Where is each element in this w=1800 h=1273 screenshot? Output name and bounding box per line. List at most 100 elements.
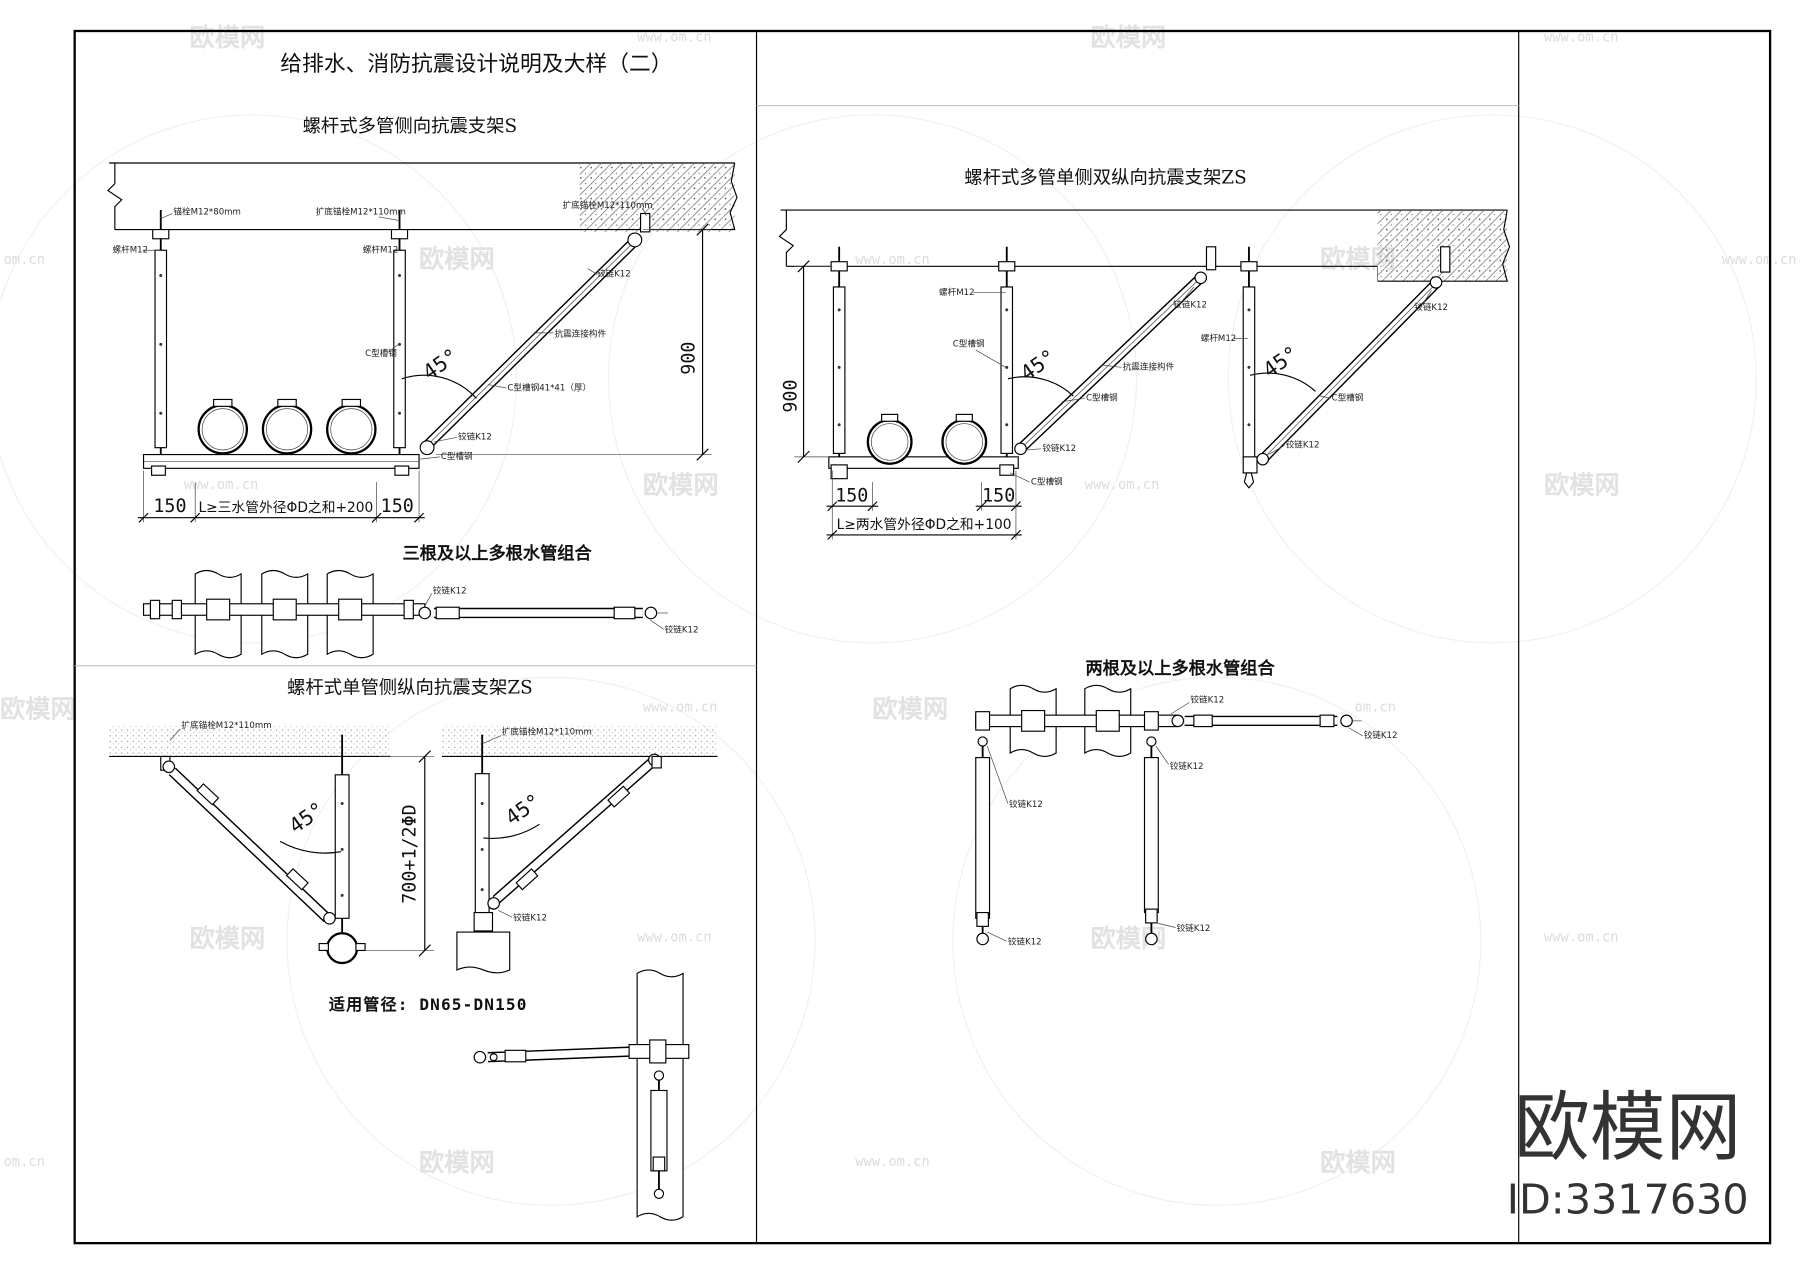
hinge-label: 铰链K12 — [1173, 299, 1207, 311]
bottom-channel — [142, 453, 420, 476]
hinge-label: 铰链K12 — [1008, 936, 1042, 948]
watermark-site: www.om.cn — [1722, 252, 1797, 268]
watermark-site: www.om.cn — [637, 29, 712, 45]
hinge-label: 铰链K12 — [433, 584, 467, 596]
channel-label: C型槽钢 — [953, 338, 985, 350]
width-dimension: 150 L≥三水管外径ΦD之和+200 150 — [137, 470, 425, 523]
watermark-site: www.om.cn — [855, 1154, 930, 1170]
dim-left: 150 — [153, 496, 186, 517]
three-pipe-plan: 三根及以上多根水管组合 铰链K12 铰链K12 — [142, 543, 699, 659]
plan-caption: 两根及以上多根水管组合 — [1085, 658, 1275, 679]
hinge-label: 铰链K12 — [597, 268, 631, 280]
single-pipe-plan — [473, 969, 690, 1221]
anchor-label: 扩底锚栓M12*110mm — [502, 726, 592, 738]
watermark-logo: 欧模网 — [1544, 471, 1620, 500]
angle-label: 45° — [1016, 344, 1060, 385]
diagonal-brace — [419, 212, 651, 456]
dim-right: 150 — [982, 486, 1015, 507]
bottom-channel — [828, 456, 1019, 480]
pipe — [866, 413, 913, 465]
anchor-label: 扩底锚栓M12*110mm — [316, 206, 406, 218]
hinge-label: 铰链K12 — [1009, 798, 1043, 810]
watermark-site: www.om.cn — [855, 252, 930, 268]
watermark-site: www.om.cn — [1085, 477, 1160, 493]
width-dimension: 150 150 L≥两水管外径ΦD之和+100 — [826, 470, 1022, 540]
hanger-rod-1 — [830, 246, 848, 460]
watermark-logo: 欧模网 — [643, 471, 719, 500]
hinge-label: 铰链K12 — [1286, 439, 1320, 451]
rod-label: 螺杆M12 — [1201, 332, 1237, 344]
hinge-label: 铰链K12 — [1042, 442, 1076, 454]
diagonal-brace-1: 45° — [1007, 246, 1217, 456]
watermark-logo: 欧模网 — [189, 23, 265, 52]
watermark-site: www.om.cn — [1544, 929, 1619, 945]
hinge-label: 铰链K12 — [1414, 301, 1448, 313]
hinge-label: 铰链K12 — [1170, 760, 1204, 772]
watermark-site: om.cn — [4, 1154, 45, 1170]
watermark-site: om.cn — [4, 252, 45, 268]
callouts: 螺杆M12 C型槽钢 抗震连接构件 C型槽钢 铰链K12 铰链K12 C型槽钢 … — [939, 286, 1448, 487]
ceiling-slab — [778, 209, 1511, 282]
connector-label: 抗震连接构件 — [554, 327, 606, 339]
watermark-logo: 欧模网 — [1320, 1148, 1396, 1177]
rod-label: 螺杆M12 — [363, 244, 399, 256]
connector-label: 抗震连接构件 — [1123, 361, 1175, 373]
double-longitudinal-support: 螺杆式多管单侧双纵向抗震支架ZS — [778, 168, 1511, 540]
hinge-label: 铰链K12 — [665, 623, 699, 635]
sheet-frame — [73, 29, 1772, 1245]
hanger-rod-right — [390, 210, 409, 457]
side-elevation-right: 45° 铰链K12 — [456, 734, 662, 974]
hanger-rod-2 — [998, 246, 1016, 460]
anchor-label: 扩底锚栓M12*110mm — [563, 199, 653, 211]
brace-channel-label: C型槽钢41*41（厚） — [507, 381, 591, 393]
double-heading: 螺杆式多管单侧双纵向抗震支架ZS — [964, 168, 1246, 189]
channel-label: C型槽钢 — [365, 347, 397, 359]
angle-label: 45° — [418, 344, 462, 385]
height-dimension: 900 — [781, 260, 833, 464]
height-value: 700+1/2ΦD — [400, 804, 421, 903]
plan-caption: 三根及以上多根水管组合 — [402, 543, 592, 564]
watermark-site: www.om.cn — [1544, 29, 1619, 45]
brace-channel-label: C型槽钢 — [1086, 392, 1118, 404]
hinge-label: 铰链K12 — [1190, 694, 1224, 706]
brace-channel-label: C型槽钢 — [1332, 392, 1364, 404]
single-heading: 螺杆式单管侧纵向抗震支架ZS — [287, 677, 533, 698]
vertical-brace-2 — [1143, 736, 1159, 946]
angle-label: 45° — [1259, 341, 1303, 382]
rod-label: 螺杆M12 — [113, 244, 149, 256]
watermark-logo: 欧模网 — [419, 244, 495, 273]
pipe — [326, 398, 377, 455]
watermark-stamp: 欧模网 ID:3317630 — [1507, 1084, 1749, 1224]
height-value: 900 — [679, 342, 700, 375]
pipe — [197, 398, 249, 455]
dim-right: 150 — [381, 496, 414, 517]
watermark-logo: 欧模网 — [1091, 23, 1167, 52]
dim-span: L≥两水管外径ΦD之和+100 — [837, 517, 1012, 533]
lateral-support-elevation: 螺杆式多管侧向抗震支架S — [107, 116, 738, 523]
height-dimension: 700+1/2ΦD — [365, 750, 434, 957]
height-value: 900 — [781, 379, 802, 412]
angle-arc: 45° — [401, 344, 477, 399]
lateral-heading: 螺杆式多管侧向抗震支架S — [303, 116, 518, 137]
watermark-site: www.om.cn — [643, 700, 718, 716]
watermark-logo: 欧模网 — [419, 1148, 495, 1177]
channel-label: C型槽钢 — [1031, 475, 1063, 487]
dim-span: L≥三水管外径ΦD之和+200 — [198, 500, 373, 516]
applicable-pipe-size: 适用管径: DN65-DN150 — [329, 995, 528, 1014]
watermark-site: www.om.cn — [637, 929, 712, 945]
pipe — [261, 398, 313, 455]
watermark-logo: 欧模网 — [0, 694, 76, 723]
sheet-title: 给排水、消防抗震设计说明及大样（二） — [280, 52, 672, 77]
channel-label: C型槽钢 — [441, 450, 473, 462]
single-pipe-longitudinal-support: 螺杆式单管侧纵向抗震支架ZS 扩底锚栓M12*110mm 扩底锚栓M12*110… — [109, 677, 718, 1221]
ceiling-slab — [109, 725, 391, 757]
pipe — [941, 413, 988, 465]
hanger-rod-left — [152, 210, 170, 457]
rod-label: 螺杆M12 — [939, 286, 975, 298]
watermark-logo: 欧模网 — [872, 694, 948, 723]
hinge-label: 铰链K12 — [513, 912, 547, 924]
watermark-site: om.cn — [1355, 700, 1396, 716]
watermark-id: ID:3317630 — [1507, 1175, 1749, 1223]
dim-left: 150 — [835, 486, 868, 507]
hinge-label: 铰链K12 — [1364, 729, 1398, 741]
